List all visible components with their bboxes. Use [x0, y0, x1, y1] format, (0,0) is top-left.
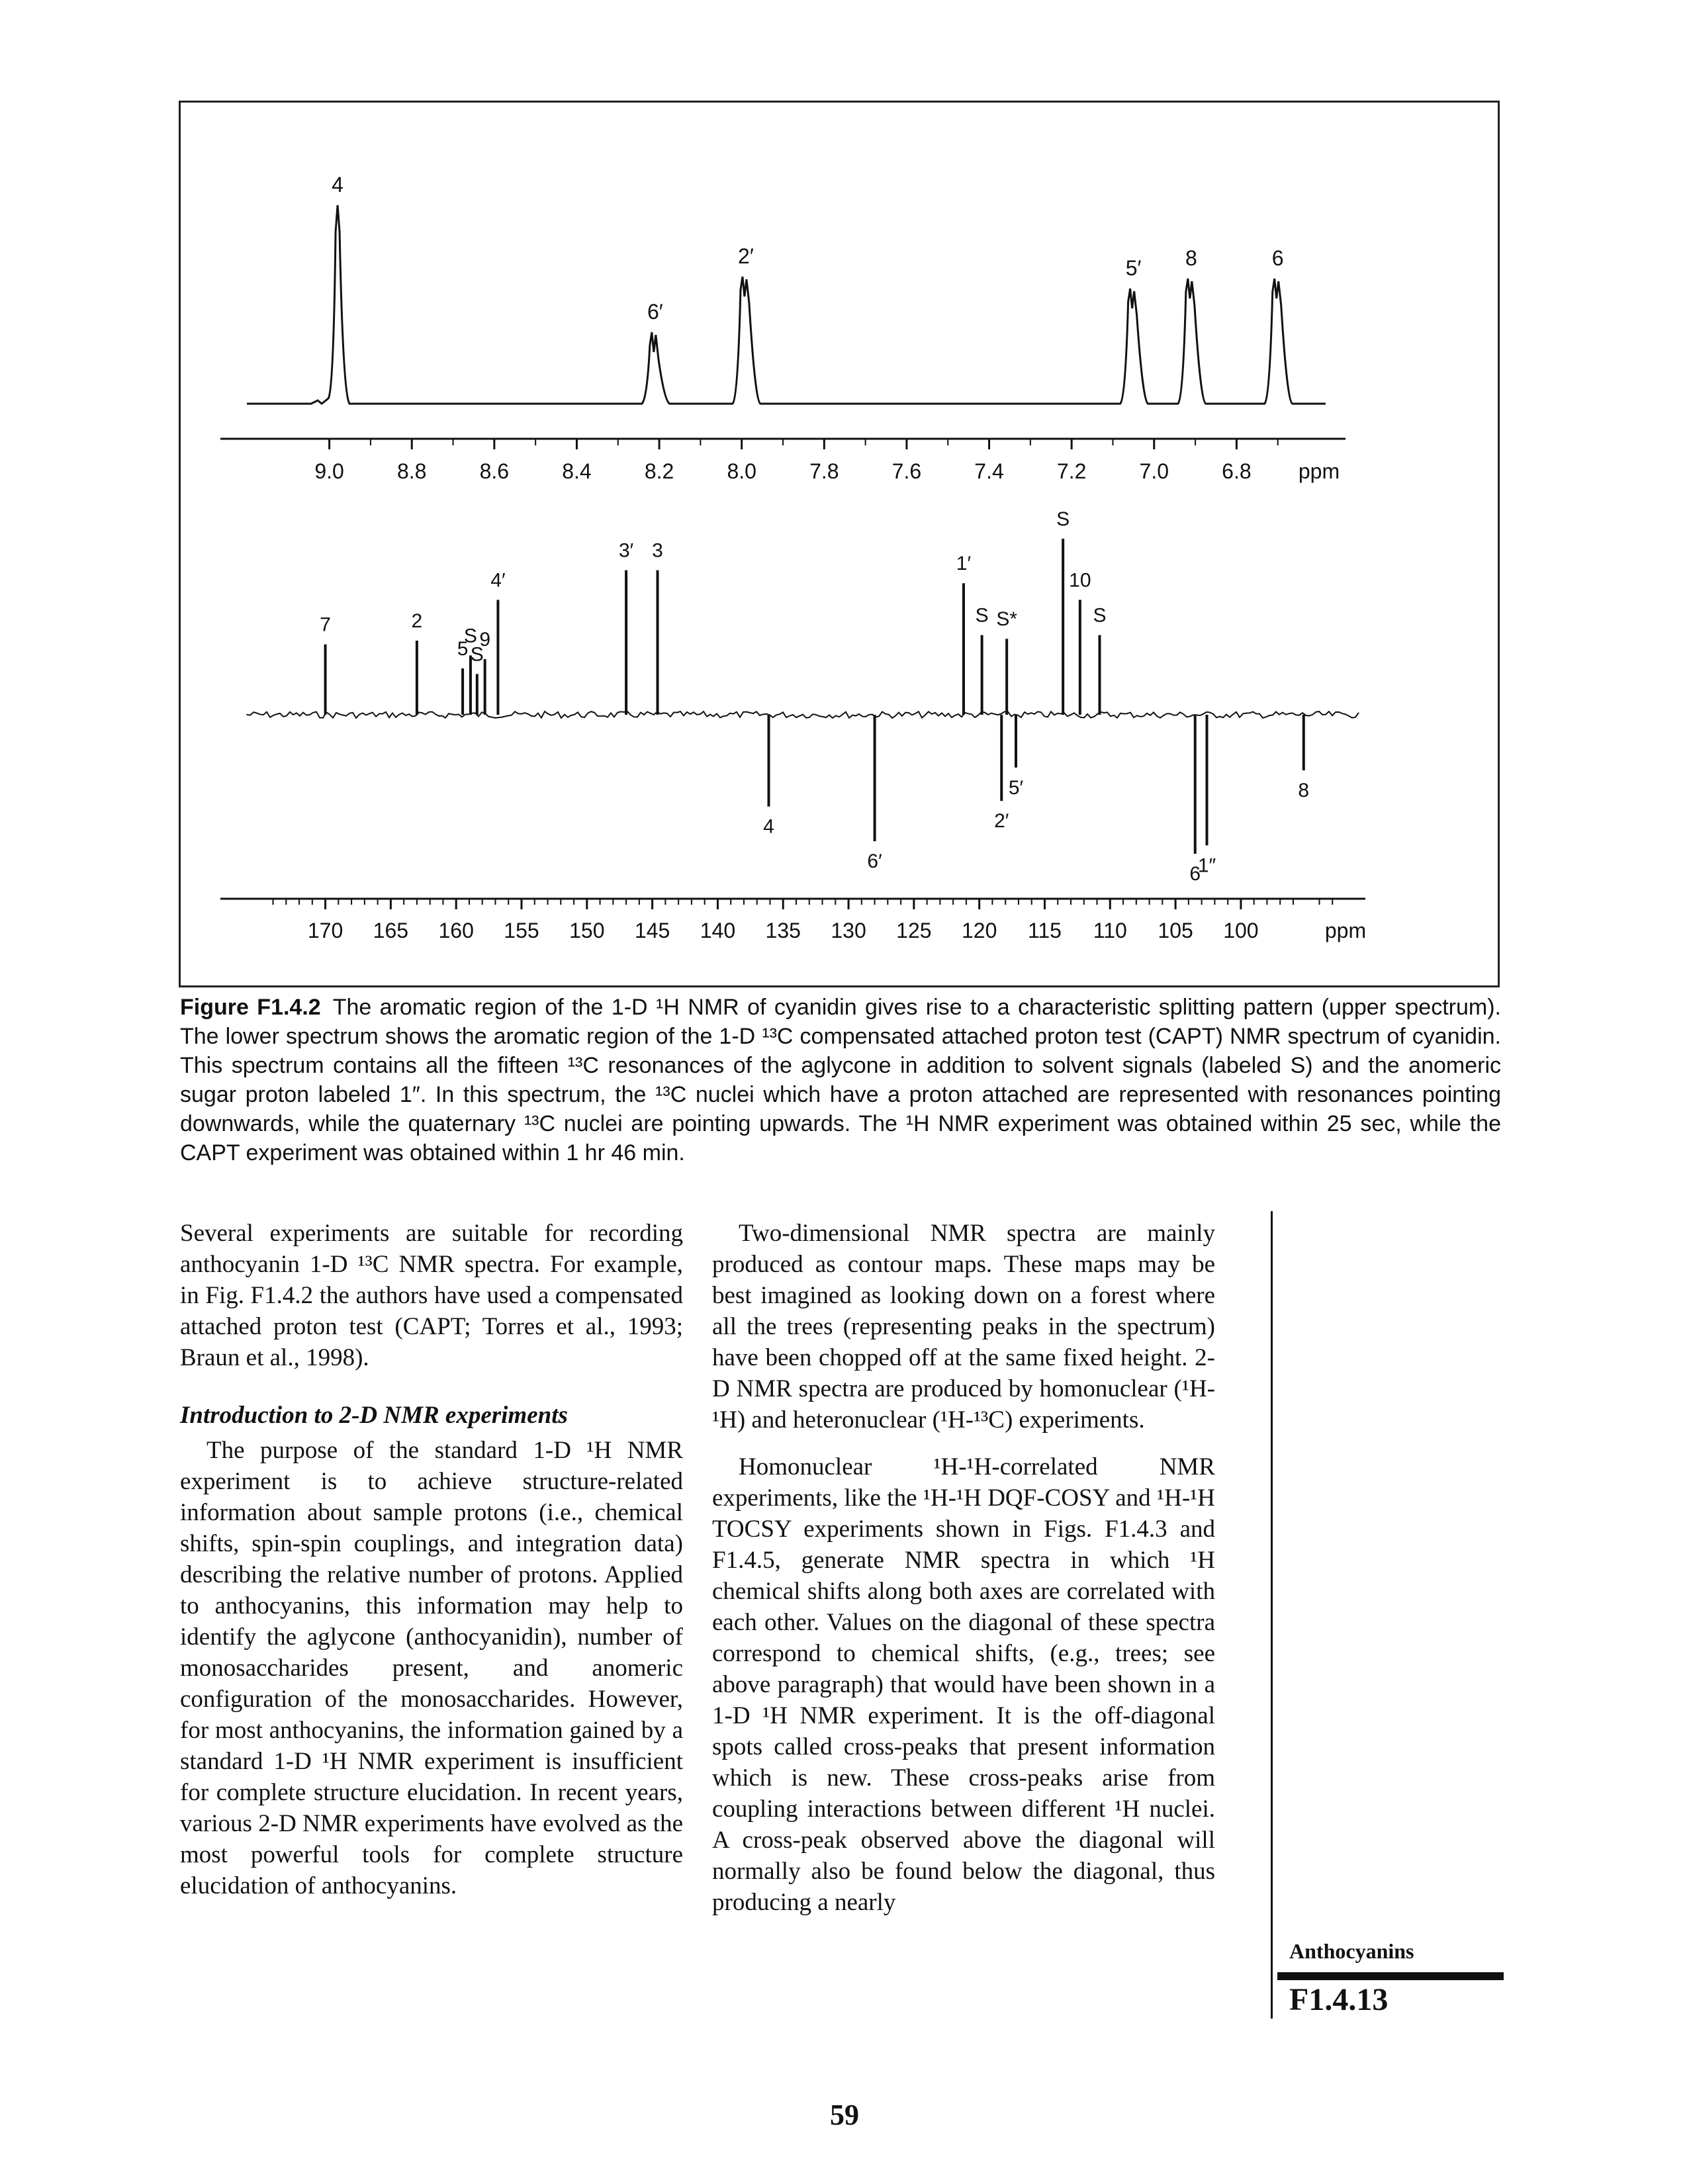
x-tick-label: 8.4 — [562, 459, 591, 483]
x-axis-unit: ppm — [1325, 919, 1366, 942]
peak-label: 8 — [1298, 780, 1309, 801]
peak-label: 4′ — [490, 569, 506, 591]
peak-label: S — [1056, 508, 1070, 530]
x-axis-unit: ppm — [1299, 459, 1340, 483]
peak-label: 2 — [412, 610, 423, 632]
peak-label: S* — [996, 608, 1017, 630]
x-tick-label: 120 — [962, 919, 997, 942]
text-column-right: Two-dimensional NMR spectra are mainly p… — [712, 1218, 1215, 1918]
peak-label: 7 — [320, 614, 331, 636]
paragraph: Two-dimensional NMR spectra are mainly p… — [712, 1220, 1215, 1433]
section-heading: Introduction to 2-D NMR experiments — [180, 1402, 568, 1429]
peak-label: 2′ — [994, 810, 1009, 832]
peak-label: 3′ — [619, 540, 634, 562]
x-tick-label: 165 — [373, 919, 408, 942]
sidebar-bar — [1277, 1972, 1504, 1980]
x-tick-label: 170 — [308, 919, 343, 942]
peak-label: 10 — [1069, 569, 1091, 591]
x-tick-label: 7.2 — [1057, 459, 1086, 483]
caption-label: Figure F1.4.2 — [180, 995, 321, 1020]
peak-label: 4 — [332, 173, 343, 197]
x-tick-label: 7.6 — [892, 459, 921, 483]
x-tick-label: 8.6 — [480, 459, 509, 483]
x-tick-label: 145 — [635, 919, 670, 942]
x-tick-label: 160 — [438, 919, 473, 942]
peak-label: S — [1093, 605, 1106, 627]
peak-label: 8 — [1185, 246, 1197, 270]
x-tick-label: 8.8 — [397, 459, 426, 483]
text-column-left: Several experiments are suitable for rec… — [180, 1218, 683, 1901]
x-tick-label: 115 — [1028, 919, 1062, 942]
sidebar-title: Anthocyanins — [1289, 1939, 1414, 1963]
peak-label: 5 — [457, 638, 469, 660]
x-tick-label: 9.0 — [314, 459, 343, 483]
x-tick-label: 140 — [700, 919, 735, 942]
peak-label: 9 — [479, 629, 490, 651]
peak-label: 3 — [652, 540, 663, 562]
x-tick-label: 7.8 — [809, 459, 839, 483]
peak-label: 4 — [763, 816, 774, 838]
x-tick-label: 8.2 — [645, 459, 674, 483]
x-tick-label: 7.0 — [1140, 459, 1169, 483]
x-tick-label: 130 — [831, 919, 866, 942]
proton-spectrum-trace — [247, 205, 1326, 405]
x-tick-label: 105 — [1158, 919, 1193, 942]
x-tick-label: 110 — [1093, 919, 1127, 942]
peak-label: S — [464, 625, 477, 647]
x-tick-label: 125 — [896, 919, 931, 942]
x-tick-label: 135 — [766, 919, 801, 942]
caption-text: The aromatic region of the 1-D ¹H NMR of… — [180, 995, 1501, 1165]
sidebar-rule — [1271, 1211, 1273, 2019]
peak-label: 2′ — [738, 244, 754, 268]
peak-label: S — [976, 605, 989, 627]
paragraph: The purpose of the standard 1-D ¹H NMR e… — [180, 1437, 683, 1899]
carbon-baseline-noise — [246, 710, 1359, 719]
paragraph: Homonuclear ¹H-¹H-correlated NMR experim… — [712, 1453, 1215, 1916]
peak-label: 6 — [1272, 246, 1284, 270]
peak-label: 5′ — [1126, 256, 1142, 280]
peak-label: 5′ — [1009, 777, 1024, 799]
peak-label: 6′ — [867, 850, 882, 872]
peak-label: 1′ — [956, 553, 972, 574]
peak-label: S — [471, 643, 484, 665]
x-tick-label: 8.0 — [727, 459, 756, 483]
paragraph: Several experiments are suitable for rec… — [180, 1220, 683, 1371]
x-tick-label: 150 — [569, 919, 604, 942]
page-number: 59 — [830, 2099, 859, 2131]
x-tick-label: 7.4 — [974, 459, 1003, 483]
peak-label: 1″ — [1198, 854, 1216, 876]
x-tick-label: 155 — [504, 919, 539, 942]
x-tick-label: 6.8 — [1222, 459, 1251, 483]
sidebar-unit: F1.4.13 — [1289, 1982, 1389, 2017]
peak-label: 6 — [1189, 863, 1201, 885]
x-tick-label: 100 — [1223, 919, 1258, 942]
peak-label: 6′ — [647, 300, 663, 324]
